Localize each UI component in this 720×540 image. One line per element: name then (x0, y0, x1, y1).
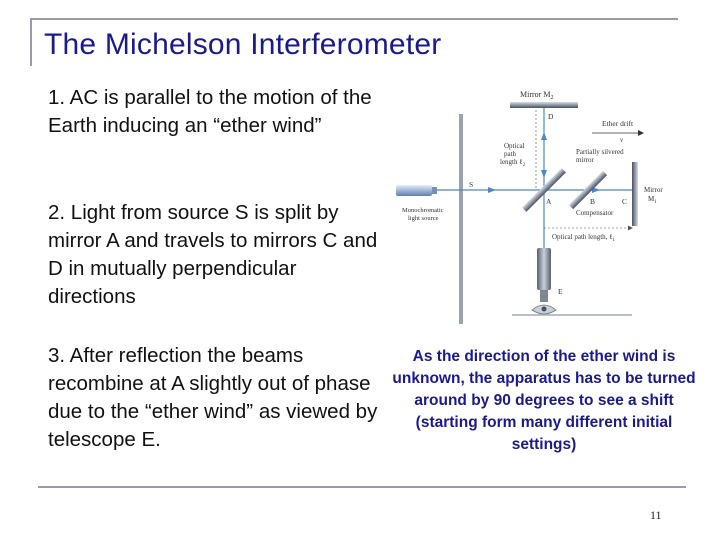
mirror-m1 (632, 162, 638, 226)
partially-silvered-label-b: mirror (576, 156, 595, 164)
telescope-e (537, 248, 551, 290)
label-c: C (622, 197, 627, 206)
svg-text:length ℓ2: length ℓ2 (500, 158, 526, 168)
ether-drift-arrowhead (638, 130, 644, 136)
optical-path-2-sub: 2 (523, 163, 526, 168)
label-b: B (590, 197, 595, 206)
svg-text:Optical path length, ℓ1: Optical path length, ℓ1 (552, 233, 616, 243)
source-label-b: light source (408, 215, 439, 222)
footer-line (38, 486, 686, 488)
compensator-label: Compensator (576, 209, 614, 217)
mirror-m2-label: Mirror M (520, 90, 550, 99)
title-frame-left (30, 18, 32, 66)
mirror-m1-label-a: Mirror (644, 186, 663, 194)
light-source (396, 185, 432, 196)
mirror-m1-label-b: M (648, 195, 655, 203)
compensator-b (568, 170, 608, 210)
beam-arrow-down (541, 170, 547, 178)
bullet-3: 3. After reflection the beams recombine … (48, 344, 378, 451)
label-s: S (469, 180, 473, 189)
beam-arrow-right (488, 187, 496, 193)
light-source-cap (432, 187, 437, 194)
optical-path-1-sub: 1 (613, 238, 616, 243)
ether-drift-label: Ether drift (602, 119, 634, 128)
label-a: A (546, 197, 552, 206)
bullet-1: 1. AC is parallel to the motion of the E… (48, 86, 372, 137)
path-length-1-arrowhead (628, 225, 633, 231)
optical-path-2-label-c: length ℓ (500, 158, 523, 166)
beam-splitter-a (522, 168, 566, 212)
beam-arrow-up (541, 132, 547, 140)
optical-path-1-label: Optical path length, ℓ (552, 233, 613, 241)
page-number: 11 (650, 508, 662, 522)
partially-silvered-label-a: Partially silvered (576, 148, 624, 156)
beam-arrow-right-2 (592, 187, 600, 193)
left-support-bar (459, 114, 463, 324)
ether-wind-note: As the direction of the ether wind is un… (392, 348, 696, 453)
optical-path-2-label-a: Optical (504, 142, 525, 150)
slide-title: The Michelson Interferometer (44, 28, 442, 61)
bullet-2: 2. Light from source S is split by mirro… (48, 201, 378, 308)
label-d: D (548, 112, 554, 121)
source-label-a: Monochromatic (402, 207, 444, 214)
mirror-m2-sub: 2 (550, 95, 553, 101)
title-frame-top (30, 18, 678, 20)
observer-pupil (541, 306, 547, 312)
interferometer-diagram: Mirror M2 D Optical path length ℓ2 Ether… (396, 90, 663, 324)
label-v: v (620, 136, 624, 144)
label-e: E (558, 287, 563, 296)
svg-text:Mirror M2: Mirror M2 (520, 90, 553, 101)
svg-text:M1: M1 (648, 195, 657, 205)
optical-path-2-label-b: path (504, 150, 517, 158)
telescope-eyepiece (540, 290, 548, 302)
mirror-m1-sub: 1 (654, 200, 657, 205)
mirror-m2 (510, 102, 578, 108)
